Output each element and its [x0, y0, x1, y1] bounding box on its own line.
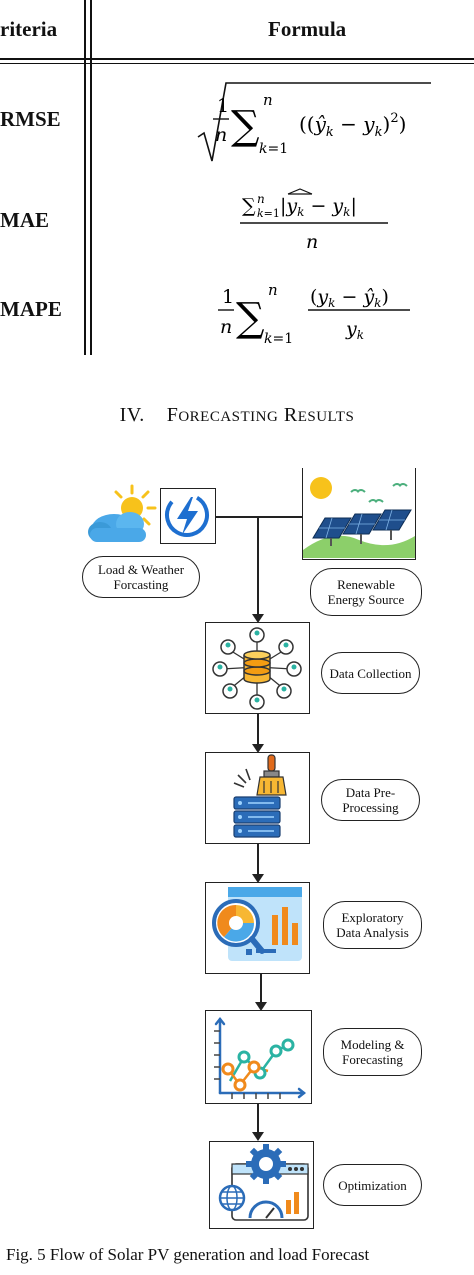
arrowhead-5: [252, 1132, 264, 1141]
connector-2: [257, 714, 259, 748]
optimization-box: [209, 1141, 314, 1229]
svg-text:n: n: [263, 91, 273, 109]
connector-main-vertical: [257, 516, 259, 620]
mae-formula: ∑ n k=1 |yk − yk| n: [240, 188, 388, 253]
svg-text:(yk − ŷk): (yk − ŷk): [310, 286, 389, 310]
energy-bolt-icon: [160, 488, 216, 544]
arrowhead-1: [252, 614, 264, 623]
connector-4: [260, 974, 262, 1006]
header-criteria: riteria: [0, 17, 58, 41]
svg-text:n: n: [257, 192, 265, 206]
mape-formula: 1 n ∑ n k=1 (yk − ŷk) yk: [218, 281, 410, 347]
svg-text:∑: ∑: [236, 295, 265, 341]
svg-text:∑: ∑: [231, 103, 260, 149]
renewable-label: Renewable Energy Source: [310, 568, 422, 616]
svg-text:n: n: [215, 124, 227, 146]
svg-text:k=1: k=1: [259, 141, 288, 157]
load-weather-label: Load & Weather Forcasting: [82, 556, 200, 598]
figure-caption: Fig. 5 Flow of Solar PV generation and l…: [6, 1245, 370, 1264]
header-formula: Formula: [268, 17, 347, 41]
modeling-box: [205, 1010, 312, 1104]
svg-text:((ŷk − yk)2): ((ŷk − yk)2): [299, 111, 406, 140]
section-title-rest1: ORECASTING: [178, 409, 279, 425]
section-title-f: F: [166, 404, 179, 426]
arrowhead-3: [252, 874, 264, 883]
svg-text:k=1: k=1: [264, 331, 293, 347]
svg-text:|yk − yk|: |yk − yk|: [280, 195, 357, 219]
data-preprocessing-box: [205, 752, 310, 844]
data-collection-box: [205, 622, 310, 714]
svg-text:n: n: [268, 281, 278, 299]
table-header-rule: [0, 58, 474, 60]
section-title-rest2: ESULTS: [297, 409, 355, 425]
connector-5: [257, 1104, 259, 1136]
arrowhead-2: [252, 744, 264, 753]
weather-icon: [88, 484, 157, 542]
criteria-rmse: RMSE: [0, 107, 61, 131]
table-divider-left: [84, 0, 86, 355]
connector-top-horizontal: [216, 516, 302, 518]
table-divider-left2: [90, 0, 92, 355]
step-data-collection-label: Data Collection: [321, 652, 420, 694]
connector-3: [257, 844, 259, 878]
svg-text:n: n: [220, 316, 232, 338]
eda-box: [205, 882, 310, 974]
criteria-mape: MAPE: [0, 297, 62, 321]
svg-text:1: 1: [222, 286, 234, 308]
svg-text:yk: yk: [345, 318, 364, 342]
rmse-formula: 1 n ∑ n k=1 ((ŷk − yk)2): [197, 82, 431, 162]
section-heading: IV. FORECASTING RESULTS: [0, 404, 474, 427]
mae-denominator: n: [306, 231, 318, 253]
arrowhead-4: [255, 1002, 267, 1011]
table-header-rule2: [0, 63, 474, 64]
svg-text:k=1: k=1: [257, 207, 280, 220]
section-title-r: R: [283, 404, 298, 426]
step-optimization-label: Optimization: [323, 1164, 422, 1206]
step-data-preprocessing-label: Data Pre-Processing: [321, 779, 420, 821]
svg-text:1: 1: [217, 95, 229, 117]
step-eda-label: Exploratory Data Analysis: [323, 901, 422, 949]
solar-panel-image: [302, 468, 416, 560]
criteria-mae: MAE: [0, 208, 49, 232]
svg-text:∑: ∑: [242, 195, 256, 217]
section-number: IV.: [119, 404, 145, 426]
step-modeling-label: Modeling & Forecasting: [323, 1028, 422, 1076]
